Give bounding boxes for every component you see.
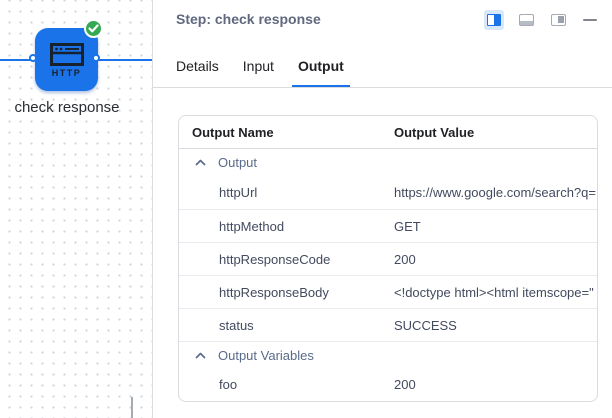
table-row: httpResponseBody <!doctype html><html it… [179,275,597,308]
table-row: httpResponseCode 200 [179,242,597,275]
table-row: foo 200 [179,368,597,401]
tab-output[interactable]: Output [291,58,350,88]
output-port[interactable] [92,54,100,62]
panel-divider [152,0,153,418]
output-name: httpResponseCode [219,251,331,267]
right-panel-icon[interactable] [548,10,568,30]
http-task-node[interactable]: HTTP [35,28,98,91]
group-row-output-variables[interactable]: Output Variables [179,341,597,368]
column-header-output-value: Output Value [394,124,475,140]
output-value: 200 [394,377,416,392]
table-header-row: Output Name Output Value [179,116,597,149]
output-name: foo [219,377,238,392]
tabs-divider [153,87,612,88]
group-label: Output Variables [218,347,314,363]
minimize-icon[interactable] [580,10,600,30]
inspector-tabs: Details Input Output [170,58,350,88]
output-value: <!doctype html><html itemscope=" [394,284,594,300]
success-check-icon [84,19,103,38]
chevron-up-icon[interactable] [195,352,206,359]
output-table: Output Name Output Value Output httpUrl … [178,115,598,402]
table-row: httpMethod GET [179,209,597,242]
node-type-label: HTTP [51,67,82,78]
output-value: SUCCESS [394,317,457,333]
input-port[interactable] [29,54,37,62]
workflow-canvas[interactable]: HTTP check response [0,0,152,418]
output-name: httpUrl [219,185,258,200]
output-value: GET [394,218,421,234]
node-label: check response [14,99,120,116]
http-icon: HTTP [49,42,85,78]
output-name: httpMethod [219,218,285,234]
step-inspector-panel: Step: check response Details Input Outpu… [153,0,612,418]
group-row-output[interactable]: Output [179,149,597,176]
step-title: Step: check response [176,11,321,27]
table-row: status SUCCESS [179,308,597,341]
output-value: https://www.google.com/search?q= [394,185,596,200]
chevron-up-icon[interactable] [195,159,206,166]
column-header-output-name: Output Name [192,124,274,140]
output-name: status [219,317,254,333]
edge-stub [131,397,133,418]
output-name: httpResponseBody [219,284,329,300]
table-row: httpUrl https://www.google.com/search?q= [179,176,597,209]
split-view-icon[interactable] [484,10,504,30]
group-label: Output [218,155,258,170]
tab-input[interactable]: Input [242,58,274,74]
output-value: 200 [394,251,416,267]
panel-view-controls [484,10,600,30]
tab-details[interactable]: Details [176,58,219,74]
bottom-panel-icon[interactable] [516,10,536,30]
